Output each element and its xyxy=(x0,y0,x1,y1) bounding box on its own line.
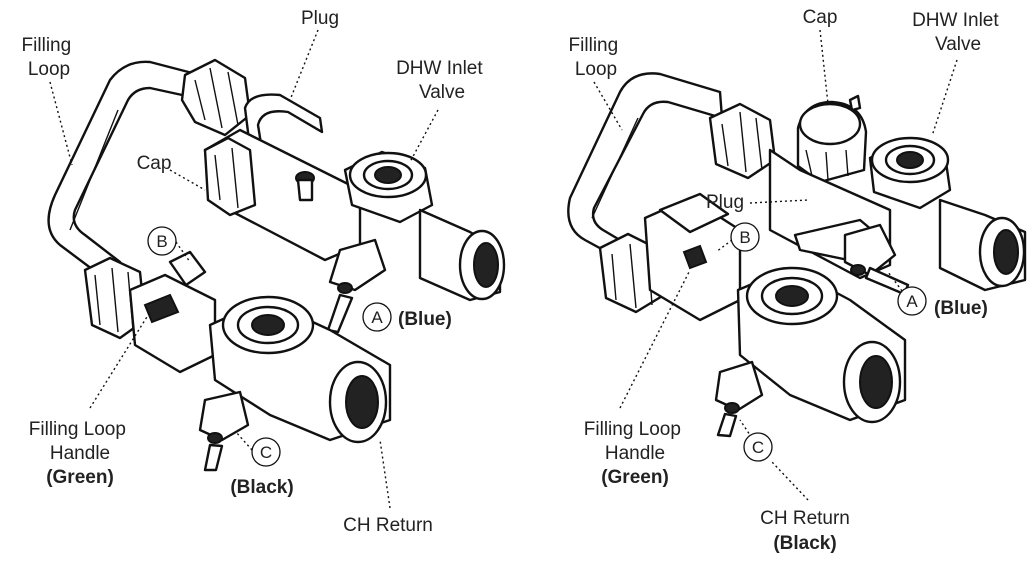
right-blue-handle xyxy=(843,223,910,296)
left-filling-loop-hose xyxy=(47,60,207,277)
left-plug-leader xyxy=(289,29,319,101)
left-marker-a-label: A xyxy=(371,308,383,327)
left-upper-loop-nut xyxy=(180,58,252,137)
left-marker-a-circle xyxy=(362,302,392,332)
right-marker-c-circle xyxy=(743,432,773,462)
right-black-handle xyxy=(714,360,764,438)
left-ch-return-leader xyxy=(379,439,391,509)
left-handle-leader xyxy=(89,311,151,409)
left-upper-valve-body xyxy=(203,128,362,262)
right-ch-return-leader xyxy=(771,461,809,501)
right-cap-leader xyxy=(819,29,829,105)
left-green-label: (Green) xyxy=(46,467,114,488)
right-cap xyxy=(796,94,868,184)
left-c-leader xyxy=(235,431,253,451)
left-marker-b-label: B xyxy=(156,232,167,251)
left-marker-b-circle xyxy=(147,226,177,256)
left-filling-loop-label: Filling Loop xyxy=(22,35,77,80)
left-assembly: Filling Loop Plug DHW Inlet Valve Cap B … xyxy=(22,8,506,536)
right-black-label: (Black) xyxy=(773,533,836,554)
left-green-handle xyxy=(128,250,217,374)
left-cap-leader xyxy=(169,169,206,191)
right-plug-label: Plug xyxy=(706,192,744,213)
right-ch-return-label: CH Return xyxy=(760,508,850,529)
right-assembly: Filling Loop Cap DHW Inlet Valve Plug B … xyxy=(567,7,1027,554)
left-blue-label: (Blue) xyxy=(398,309,452,330)
right-marker-c-label: C xyxy=(752,438,764,457)
left-dhw-leader xyxy=(409,109,439,163)
left-b-leader xyxy=(175,241,191,263)
left-blue-handle xyxy=(326,238,387,334)
right-handle-leader xyxy=(619,269,691,409)
right-green-handle xyxy=(643,192,742,322)
right-handle-label: Filling Loop Handle xyxy=(584,419,686,464)
left-marker-c-circle xyxy=(251,437,281,467)
left-ch-return-label: CH Return xyxy=(343,515,433,536)
right-dhw-inlet-valve xyxy=(868,136,1027,292)
right-blue-label: (Blue) xyxy=(934,298,988,319)
left-dhw-inlet-label: DHW Inlet Valve xyxy=(396,58,488,103)
right-dhw-leader xyxy=(931,59,958,137)
left-black-handle xyxy=(198,390,250,472)
right-green-label: (Green) xyxy=(601,467,669,488)
right-filling-loop-leader xyxy=(593,81,623,131)
left-marker-c-label: C xyxy=(260,443,272,462)
right-cap-label: Cap xyxy=(803,7,838,28)
left-cap-label: Cap xyxy=(137,153,172,174)
left-handle-label: Filling Loop Handle xyxy=(29,419,131,464)
left-black-label: (Black) xyxy=(230,477,293,498)
right-marker-a-label: A xyxy=(906,292,918,311)
left-plug-label: Plug xyxy=(301,8,339,29)
right-upper-loop-nut xyxy=(708,102,777,180)
right-marker-a-circle xyxy=(897,286,927,316)
right-marker-b-label: B xyxy=(739,228,750,247)
right-lower-valve-body xyxy=(736,266,907,424)
left-dhw-inlet-valve xyxy=(343,150,506,302)
right-dhw-inlet-label: DHW Inlet Valve xyxy=(912,10,1004,55)
right-b-leader xyxy=(715,239,733,253)
left-filling-loop-leader xyxy=(49,81,73,166)
right-filling-loop-label: Filling Loop xyxy=(569,35,624,80)
left-lower-valve-body xyxy=(208,295,392,444)
right-marker-b-circle xyxy=(730,222,760,252)
left-plug-clip xyxy=(243,93,324,152)
